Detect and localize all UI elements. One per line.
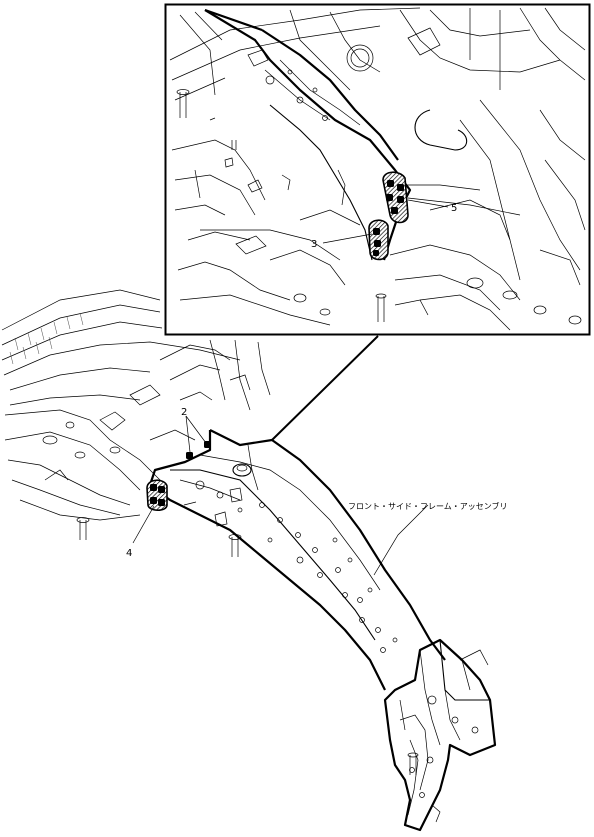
inset-linework xyxy=(169,7,586,331)
leader-4 xyxy=(132,505,155,544)
part-name-label: フロント・サイド・フレーム・アッセンブリ xyxy=(348,501,508,511)
detail-connector-line xyxy=(271,335,379,441)
leader-5 xyxy=(407,199,449,208)
callout-3: 3 xyxy=(311,239,317,250)
callout-4: 4 xyxy=(126,548,132,559)
weld-2a xyxy=(186,452,193,459)
callout-2: 2 xyxy=(181,407,187,418)
detail-inset: 5 3 xyxy=(164,3,591,336)
leader-part-name xyxy=(373,504,429,576)
main-assembly: 2 4 フロント・サイド・フレーム・アッセンブリ xyxy=(1,289,508,832)
leader-3 xyxy=(322,233,373,244)
leader-2b xyxy=(185,415,207,444)
callout-5: 5 xyxy=(451,203,457,214)
leader-2a xyxy=(185,415,191,453)
